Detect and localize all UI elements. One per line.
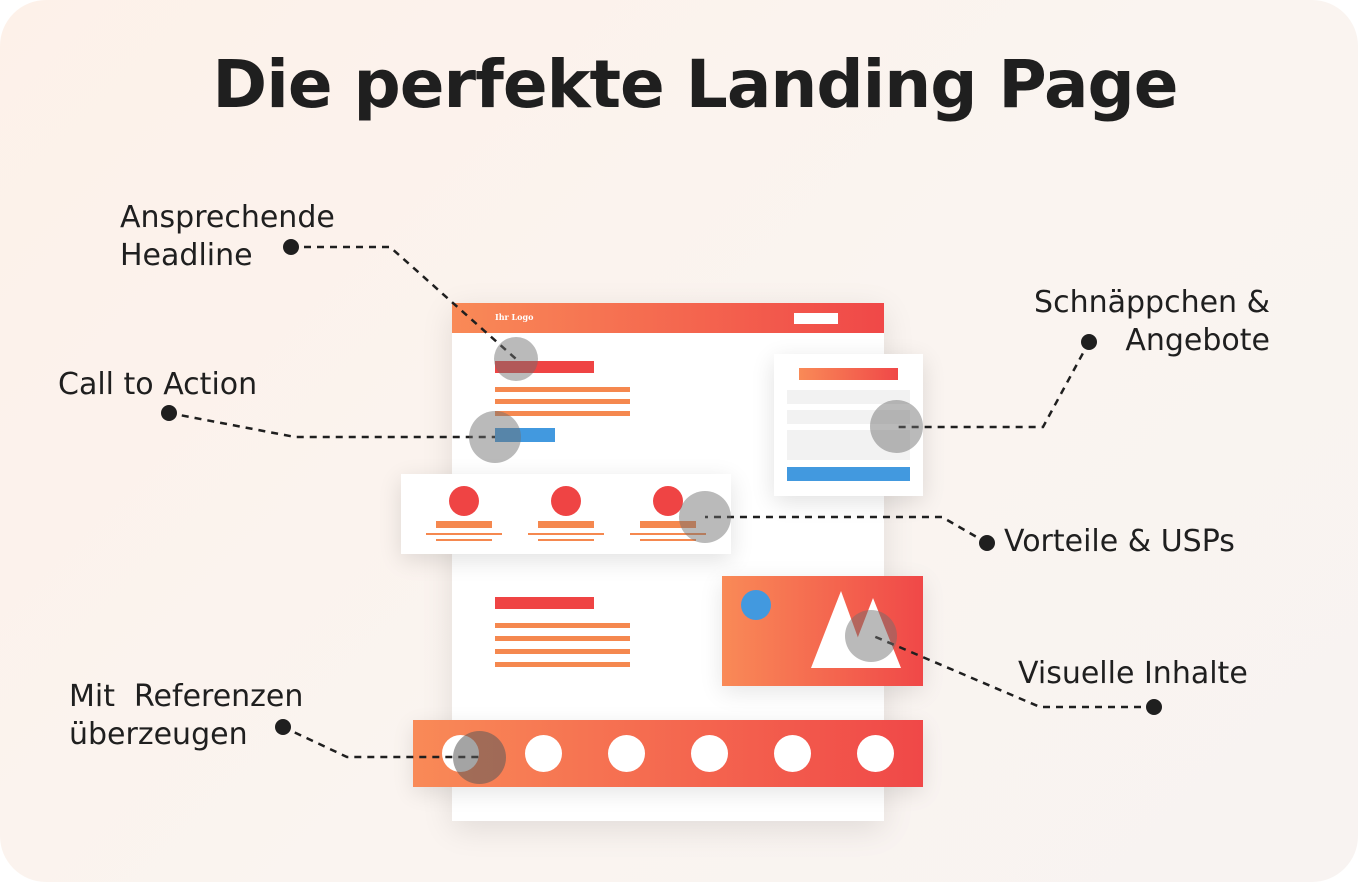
- usp-title-line: [538, 521, 594, 528]
- connector-visuell: [870, 633, 1154, 709]
- mockup-text-line: [495, 662, 630, 667]
- reference-avatar: [857, 735, 894, 772]
- connector-cta: [168, 411, 495, 439]
- usp-text-line: [528, 533, 604, 535]
- reference-avatar: [608, 735, 645, 772]
- mockup-text-line: [495, 636, 630, 641]
- image-sun-icon: [741, 590, 771, 620]
- mockup-text-line: [495, 399, 630, 404]
- reference-avatar: [774, 735, 811, 772]
- usp-text-line: [630, 533, 706, 535]
- marker-angebote: [870, 400, 923, 453]
- mockup-logo: Ihr Logo: [495, 312, 534, 322]
- label-cta: Call to Action: [58, 366, 257, 404]
- mockup-image-panel: [722, 576, 923, 686]
- mockup-header: Ihr Logo: [452, 303, 884, 333]
- marker-headline: [494, 337, 538, 381]
- mockup-text-line: [495, 623, 630, 628]
- usp-text-line: [426, 533, 502, 535]
- label-referenzen-line1: Mit Referenzen: [69, 679, 304, 714]
- image-mountain-icon: [811, 591, 901, 668]
- label-angebote: Schnäppchen & Angebote: [1034, 284, 1270, 360]
- connector-angebote: [896, 341, 1091, 429]
- marker-usps: [679, 491, 731, 543]
- mockup-text-line: [495, 649, 630, 654]
- mockup-text-line: [495, 387, 630, 392]
- marker-cta: [469, 411, 521, 463]
- label-referenzen: Mit Referenzen überzeugen: [69, 678, 303, 754]
- mockup-nav-button: [794, 313, 838, 324]
- reference-avatar: [691, 735, 728, 772]
- label-visuell: Visuelle Inhalte: [1018, 655, 1248, 693]
- marker-referenzen: [453, 731, 506, 784]
- page-title: Die perfekte Landing Page: [212, 46, 1178, 123]
- offer-field: [787, 410, 910, 424]
- connector-referenzen: [282, 725, 479, 759]
- callout-dot: [1146, 699, 1162, 715]
- label-cta-line1: Call to Action: [58, 367, 258, 402]
- offer-field: [787, 430, 910, 460]
- usp-text-line: [538, 539, 594, 541]
- callout-dot: [979, 535, 995, 551]
- usp-text-line: [640, 539, 696, 541]
- usp-icon: [449, 486, 479, 516]
- callout-dot: [1081, 334, 1097, 350]
- mockup-cta-button: [495, 428, 555, 442]
- usp-title-line: [436, 521, 492, 528]
- label-headline: Ansprechende Headline: [120, 199, 335, 275]
- mockup-headline-bar: [495, 361, 594, 373]
- label-headline-line2: Headline: [120, 238, 253, 273]
- label-angebote-line1: Schnäppchen &: [1034, 285, 1270, 320]
- usp-title-line: [640, 521, 696, 528]
- mockup-usp-panel: [401, 474, 731, 554]
- mockup-text-line: [495, 411, 630, 416]
- label-visuell-line1: Visuelle Inhalte: [1018, 656, 1248, 691]
- mockup-offer-panel: [774, 354, 923, 496]
- offer-title-bar: [799, 368, 898, 380]
- connector-usps: [705, 515, 988, 545]
- offer-submit-button: [787, 467, 910, 481]
- callout-dot: [161, 405, 177, 421]
- callout-dot: [283, 239, 299, 255]
- reference-avatar: [525, 735, 562, 772]
- label-headline-line1: Ansprechende: [120, 200, 335, 235]
- label-referenzen-line2: überzeugen: [69, 717, 248, 752]
- label-usps-line1: Vorteile & USPs: [1004, 524, 1235, 559]
- label-angebote-line2: Angebote: [1125, 323, 1270, 358]
- usp-icon: [653, 486, 683, 516]
- marker-visuell: [845, 610, 897, 662]
- usp-text-line: [436, 539, 492, 541]
- label-usps: Vorteile & USPs: [1004, 523, 1235, 561]
- connector-headline: [291, 245, 517, 360]
- callout-dot: [275, 719, 291, 735]
- offer-field: [787, 390, 910, 404]
- mockup-section-headline-bar: [495, 597, 594, 609]
- usp-icon: [551, 486, 581, 516]
